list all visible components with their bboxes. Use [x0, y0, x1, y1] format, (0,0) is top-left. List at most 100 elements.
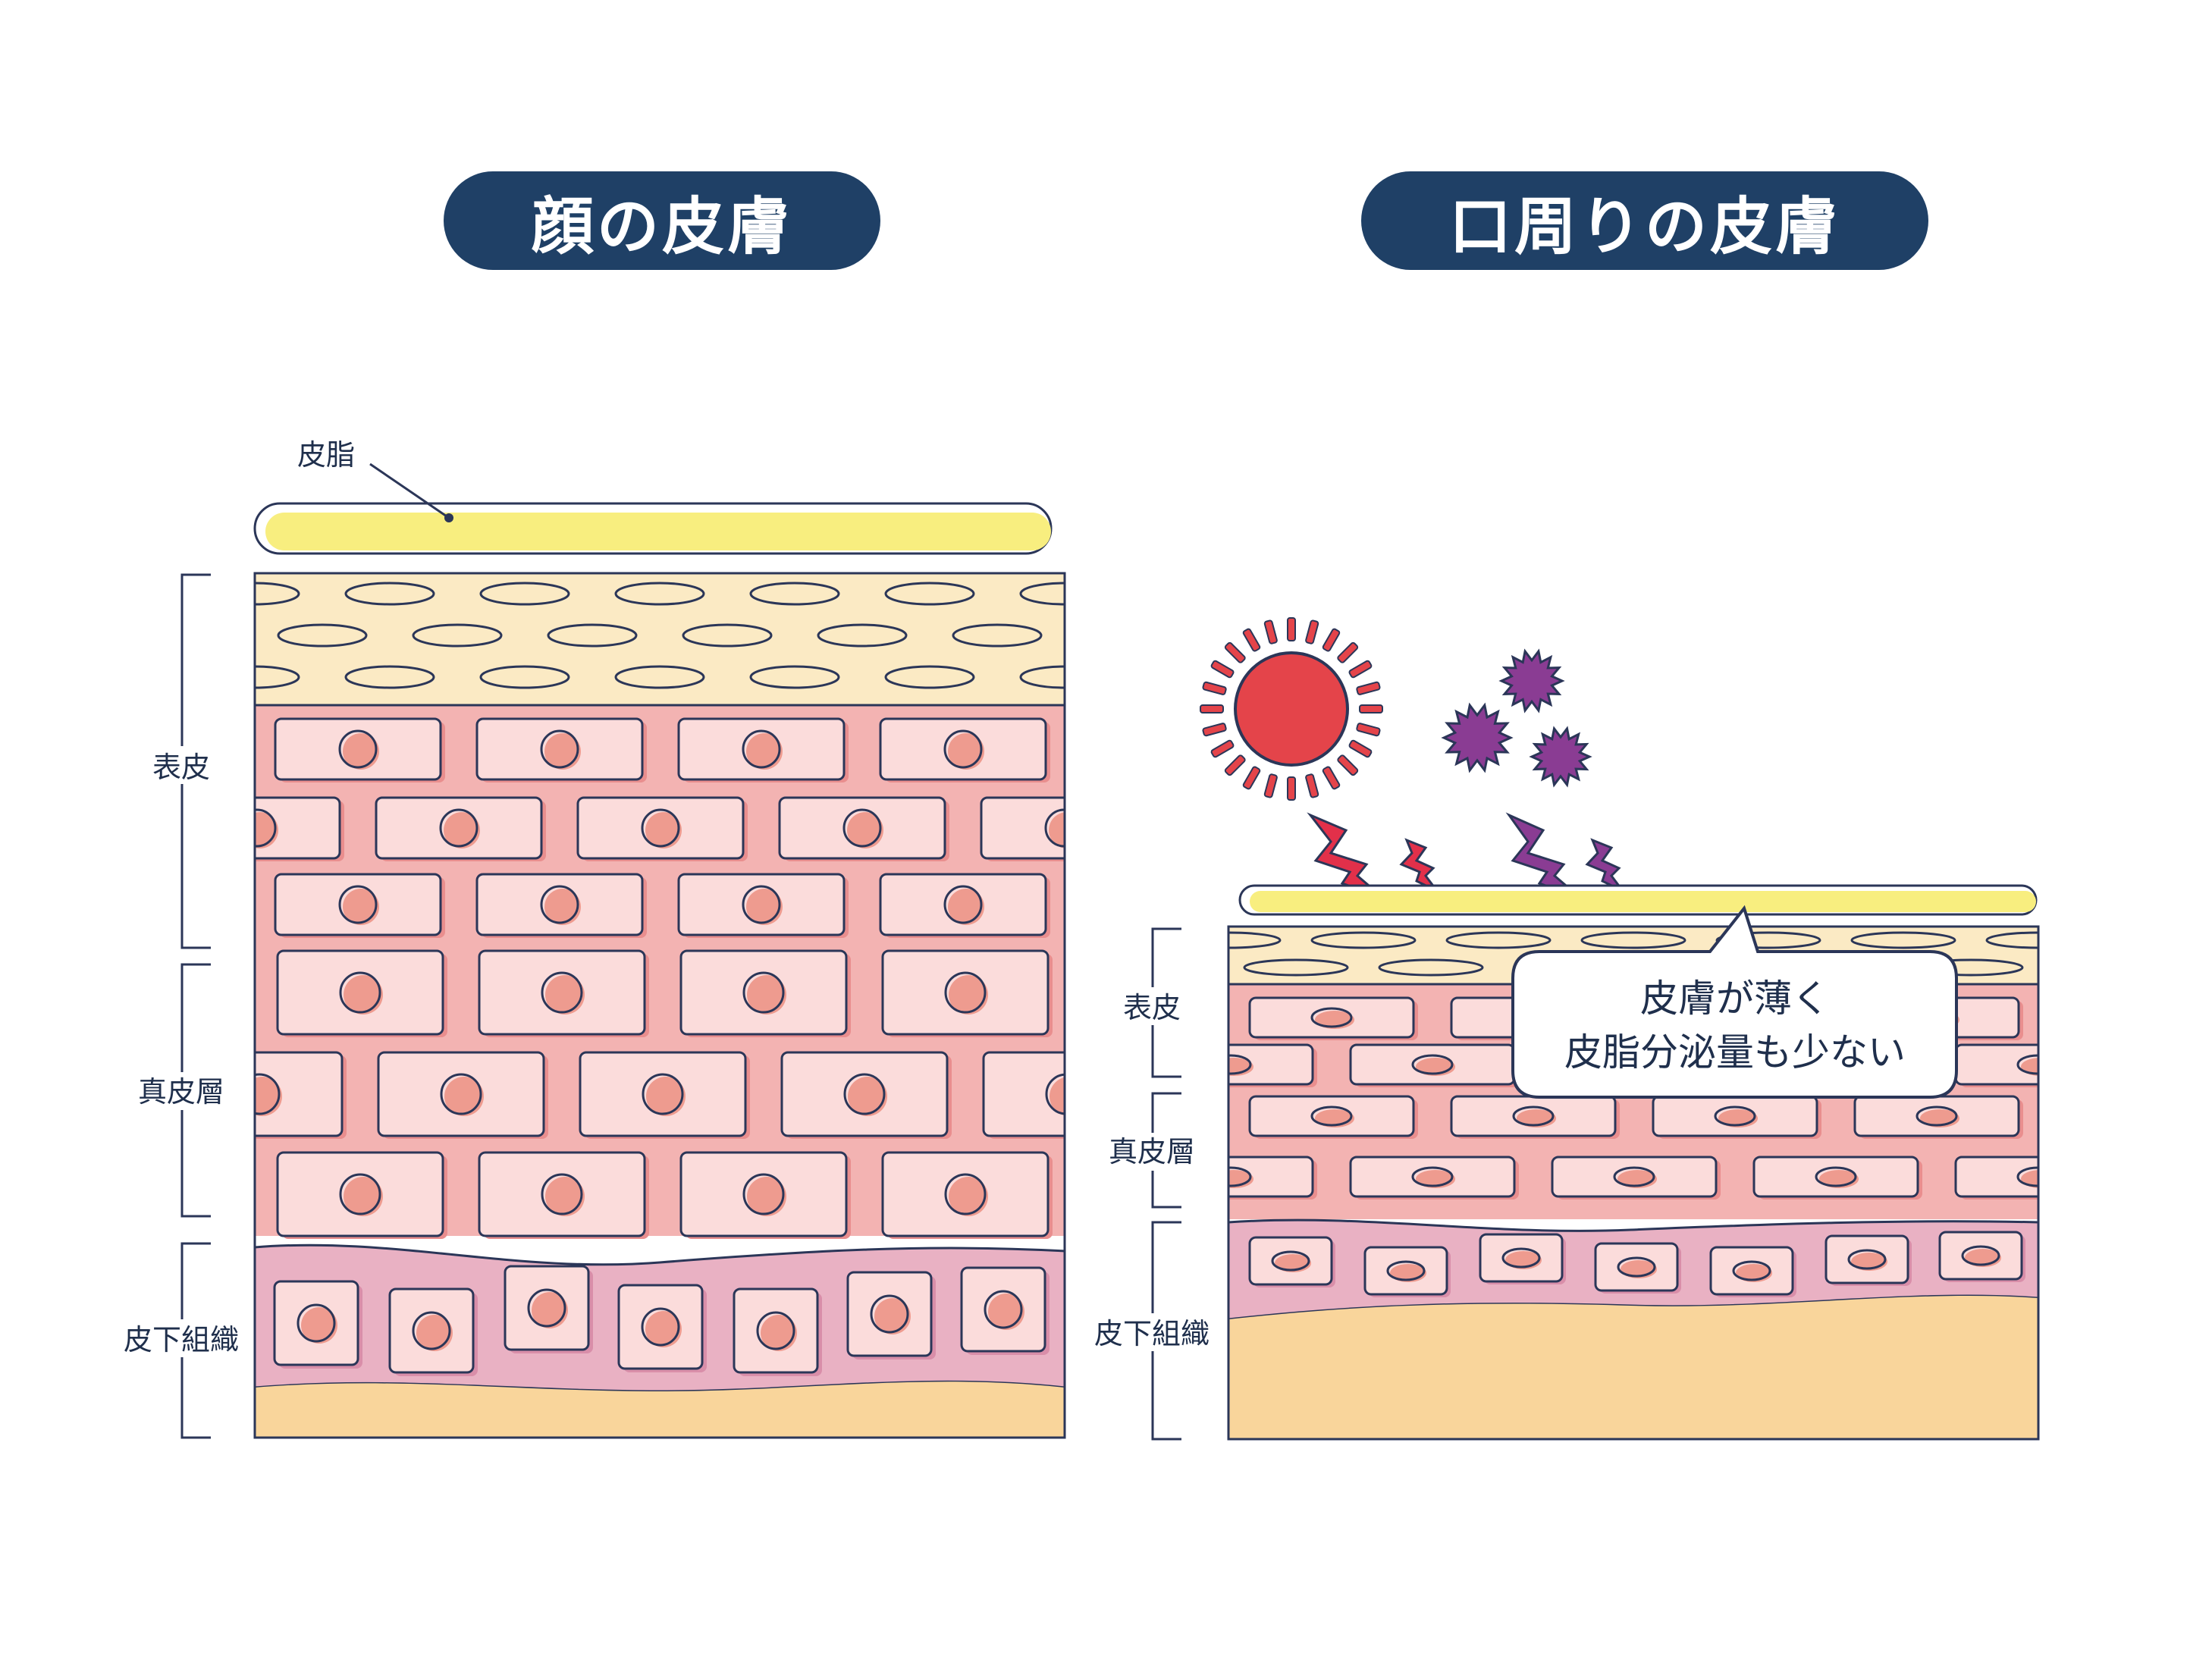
cell-nucleus	[444, 1077, 484, 1116]
left-label-epidermis: 表皮	[152, 751, 210, 784]
cell-nucleus	[747, 1177, 786, 1216]
right-sebum-fill	[1250, 891, 2036, 912]
flat-cell	[1445, 931, 1552, 949]
flat-cell	[1378, 958, 1484, 977]
callout-line-2: 皮脂分泌量も少ない	[1564, 1030, 1906, 1074]
sun-ray	[1287, 776, 1296, 801]
cell-nucleus-outline	[1228, 1166, 1252, 1187]
cell-shadow	[2162, 1048, 2212, 1087]
sun-ray	[1356, 723, 1381, 737]
cell-nucleus	[2122, 1109, 2161, 1127]
cell-nucleus-outline	[540, 729, 579, 769]
cell-nucleus-outline	[527, 1288, 566, 1328]
sun-ray	[1337, 641, 1359, 663]
flat-cell	[1228, 931, 1282, 949]
cell-nucleus	[2122, 1011, 2161, 1029]
cell-nucleus-outline	[641, 1307, 680, 1347]
skin-cell	[1228, 1043, 1314, 1086]
cell-nucleus-outline	[255, 808, 277, 848]
cell-nucleus-outline	[541, 1173, 583, 1215]
cell-nucleus	[416, 1315, 453, 1351]
right-subcutis-cells	[1248, 1231, 2025, 1297]
cell-nucleus-outline	[339, 971, 381, 1014]
right-label-bg-3	[1084, 1313, 1221, 1351]
cell-nucleus	[1250, 812, 1287, 848]
flat-cell	[614, 582, 705, 606]
sun-ray	[1287, 617, 1296, 641]
flat-cell	[547, 623, 638, 648]
flat-cell	[479, 665, 570, 689]
sebum-label: 皮脂	[297, 438, 355, 472]
cell-nucleus	[761, 1315, 797, 1351]
cell-shadow	[2162, 1160, 2212, 1200]
left-label-dermis: 真皮層	[138, 1075, 224, 1109]
cell-nucleus	[544, 889, 581, 925]
left-skin-panel: 皮脂 表皮 真皮層 皮下組織	[114, 438, 1287, 1439]
skin-cell	[1228, 1156, 1314, 1198]
skin-cell	[255, 796, 341, 860]
cell-nucleus	[1228, 1170, 1253, 1188]
cell-nucleus-outline	[1411, 1166, 1454, 1187]
right-label-dermis: 真皮層	[1109, 1135, 1195, 1168]
flat-cell	[884, 665, 975, 689]
cell-shadow	[2061, 1001, 2212, 1040]
cell-nucleus	[444, 812, 480, 848]
flat-cell	[255, 665, 300, 689]
flat-cell	[1243, 958, 1349, 977]
cell-nucleus-outline	[440, 1073, 482, 1115]
flat-cell	[1019, 665, 1065, 689]
flat-cell	[817, 623, 908, 648]
cell-nucleus	[645, 1311, 682, 1347]
sun-ray	[1210, 660, 1235, 679]
cell-nucleus-outline	[1847, 1249, 1887, 1270]
cell-nucleus-outline	[944, 1173, 987, 1215]
skin-cell	[2157, 1157, 2212, 1196]
sun-ray	[1224, 641, 1246, 663]
bacteria-icons	[1441, 648, 1592, 788]
flat-cell	[344, 582, 435, 606]
cell-nucleus-outline	[338, 885, 378, 924]
cell-nucleus-outline	[1815, 1166, 1857, 1187]
cell-nucleus	[545, 1177, 585, 1216]
cell-nucleus	[1049, 812, 1065, 848]
left-brick-cells	[255, 717, 1287, 1239]
cell-nucleus	[1050, 1077, 1065, 1116]
flat-cell	[884, 582, 975, 606]
cell-nucleus-outline	[1915, 1105, 1958, 1127]
flat-cell	[682, 623, 773, 648]
bolt-icon	[1399, 838, 1439, 892]
right-skin-panel: 皮膚が薄く 皮脂分泌量も少ない 表皮 真皮層 皮下組織	[1084, 617, 2212, 1441]
cell-nucleus	[645, 812, 682, 848]
flat-cell	[952, 623, 1043, 648]
cell-nucleus-outline	[1714, 1105, 1756, 1127]
callout-bubble	[1511, 905, 1958, 1099]
cell-nucleus-outline	[742, 1173, 785, 1215]
bolt-icon	[1585, 838, 1624, 892]
cell-nucleus	[344, 975, 383, 1015]
cell-nucleus-outline	[870, 1294, 909, 1334]
cell-nucleus	[948, 889, 984, 925]
uv-sun-icon	[1200, 617, 1383, 801]
cell-nucleus-outline	[1228, 1054, 1252, 1075]
sun-ray	[1224, 754, 1246, 776]
skin-cell	[2057, 1096, 2212, 1136]
sun-ray	[1200, 704, 1224, 713]
cell-nucleus-outline	[2119, 1008, 2158, 1027]
sun-ray	[1359, 704, 1383, 713]
flat-cell	[255, 582, 300, 606]
cell-nucleus	[746, 733, 783, 770]
left-label-bg-3	[114, 1319, 250, 1357]
flat-cell	[749, 582, 840, 606]
cell-nucleus	[949, 975, 988, 1015]
sun-ray	[1202, 681, 1227, 695]
cell-nucleus	[988, 1294, 1024, 1330]
cell-nucleus-outline	[2119, 1107, 2158, 1125]
virus-icon	[1529, 726, 1592, 788]
cell-nucleus-outline	[1501, 1247, 1541, 1269]
flat-cell	[614, 665, 705, 689]
virus-icon	[1498, 648, 1565, 713]
flat-cell	[277, 623, 368, 648]
cell-nucleus	[847, 812, 883, 848]
flat-cell	[1580, 931, 1686, 949]
